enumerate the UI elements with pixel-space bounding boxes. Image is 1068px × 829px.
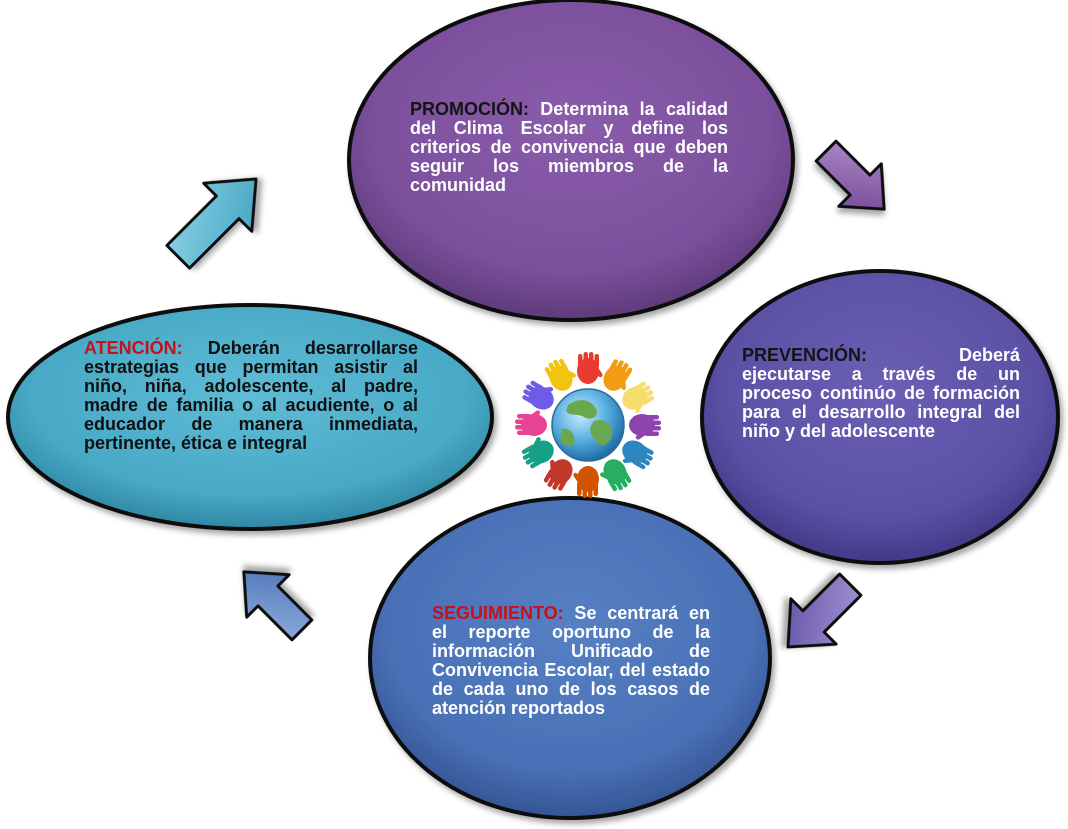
arrow-down-left-icon [786,572,863,649]
seguimiento-description: Se centrará en el reporte oportuno de la… [432,603,710,718]
world-hands-icon [515,352,661,498]
hand-icon [622,440,654,470]
promocion-description: Determina la calidad del Clima Escolar y… [410,99,728,195]
hand-icon [577,352,603,384]
atencion-description: Deberán desarrollarse estrategias que pe… [84,338,418,453]
hand-icon [622,381,655,413]
hand-icon [629,414,661,440]
seguimiento-text: SEGUIMIENTO: Se centrará en el reporte o… [432,604,710,718]
hand-icon [544,358,576,391]
arrow-down-right-icon [814,139,886,211]
promocion-text: PROMOCIÓN: Determina la calidad del Clim… [410,100,728,195]
atencion-ellipse [6,303,494,531]
arrow-up-left-icon [242,570,314,642]
hand-icon [521,437,554,469]
prevencion-text: PREVENCIÓN: Deberá ejecutarse a través d… [742,346,1020,441]
prevencion-ellipse [700,269,1060,565]
globe-icon [551,388,625,462]
hand-icon [600,459,632,492]
atencion-text: ATENCIÓN: Deberán desarrollarse estrateg… [84,339,418,453]
promocion-ellipse [347,0,795,322]
arrow-up-right-icon [165,177,258,270]
seguimiento-label: SEGUIMIENTO: [432,603,564,623]
promocion-label: PROMOCIÓN: [410,99,529,119]
hand-icon [515,410,547,436]
hand-icon [603,359,633,391]
hand-icon [573,466,599,498]
hand-icon [522,380,554,410]
prevencion-label: PREVENCIÓN: [742,345,868,365]
hand-icon [543,459,573,491]
atencion-label: ATENCIÓN: [84,338,183,358]
prevencion-description: Deberá ejecutarse a través de un proceso… [742,345,1020,441]
seguimiento-ellipse [368,496,772,820]
